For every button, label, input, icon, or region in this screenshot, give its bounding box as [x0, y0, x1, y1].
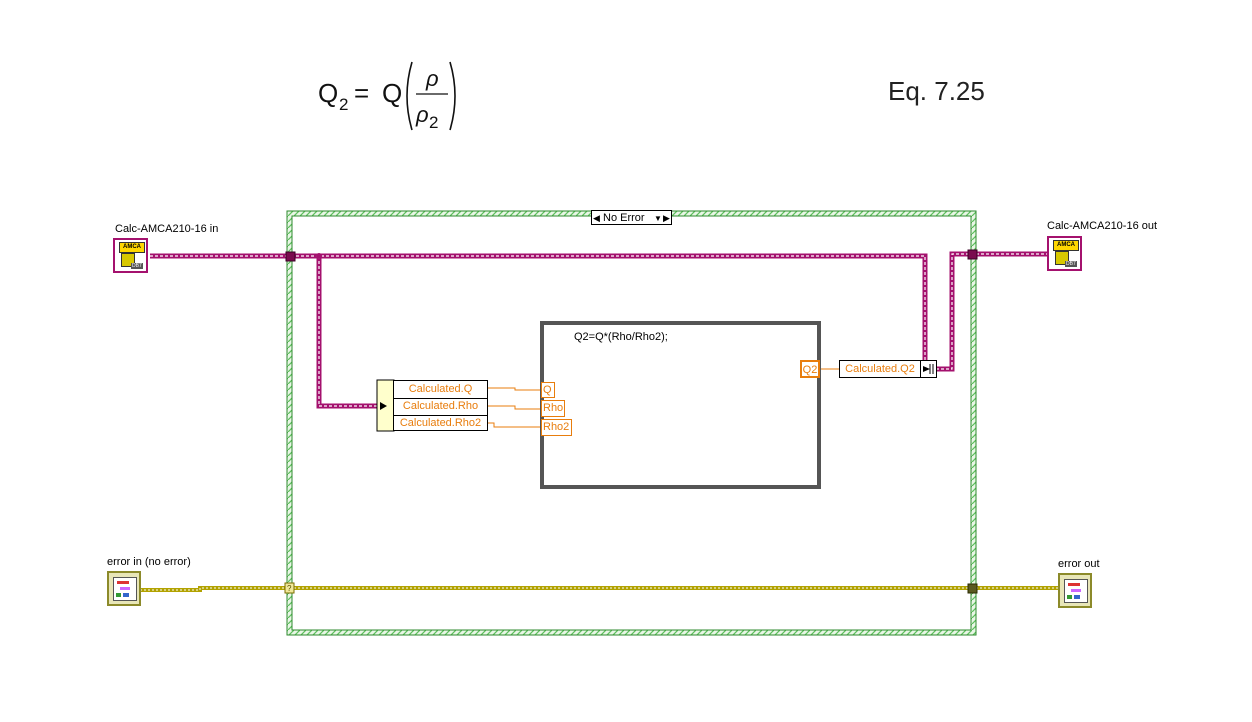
bundle-arrow-icon — [923, 364, 934, 374]
unbundle-input-arrow-icon — [380, 402, 387, 410]
error-cluster-out-icon — [1064, 579, 1088, 603]
class-out-label: Calc-AMCA210-16 out — [1047, 220, 1158, 232]
formula-input-rho2[interactable]: Rho2 — [541, 419, 572, 436]
error-out-terminal[interactable] — [1058, 573, 1092, 608]
unbundle-item-rho2[interactable]: Calculated.Rho2 — [399, 417, 482, 429]
error-in-terminal[interactable] — [107, 571, 141, 606]
orange-wire-rho[interactable] — [487, 405, 542, 410]
equation-lhs-var: Q — [318, 78, 338, 108]
case-dropdown-icon[interactable]: ▼ — [654, 214, 662, 223]
class-in-terminal[interactable]: AMCA DB7 — [113, 238, 148, 273]
orange-wire-rho2[interactable] — [487, 422, 542, 428]
equation-graphic: Q 2 = Q ρ ρ 2 — [318, 61, 456, 132]
formula-node-frame[interactable] — [540, 321, 821, 489]
class-in-icon-sub: DB7 — [131, 263, 143, 269]
error-in-label: error in (no error) — [107, 556, 191, 568]
unbundle-by-name[interactable]: Calculated.Q Calculated.Rho Calculated.R… — [393, 380, 488, 431]
equation-denominator-var: ρ — [415, 102, 429, 127]
error-cluster-icon — [113, 577, 137, 601]
error-output-tunnel[interactable] — [967, 583, 978, 594]
equation-denominator-sub: 2 — [429, 113, 438, 132]
bundle-item-q2[interactable]: Calculated.Q2 — [845, 363, 915, 375]
class-out-icon-title: AMCA — [1053, 240, 1079, 251]
case-selector-terminal[interactable] — [284, 582, 295, 594]
class-wire-to-unbundle[interactable] — [316, 256, 380, 409]
equation-number: Eq. 7.25 — [888, 76, 985, 106]
case-selector[interactable]: ◀ No Error ▼ ▶ — [591, 210, 672, 225]
wire-junction — [316, 253, 322, 259]
right-paren — [449, 61, 456, 131]
equation-numerator: ρ — [425, 66, 439, 91]
class-input-tunnel[interactable] — [285, 251, 296, 262]
unbundle-item-rho[interactable]: Calculated.Rho — [394, 398, 487, 416]
formula-input-q[interactable]: Q — [541, 382, 555, 398]
formula-input-rho[interactable]: Rho — [541, 400, 565, 417]
formula-node-code[interactable]: Q2=Q*(Rho/Rho2); — [574, 331, 668, 343]
class-wire-from-bundle[interactable] — [936, 251, 971, 372]
equation-rhs-var: Q — [382, 78, 402, 108]
class-out-terminal[interactable]: AMCA DB7 — [1047, 236, 1082, 271]
case-decrement-icon[interactable]: ◀ — [593, 213, 600, 223]
class-out-icon-sub: DB7 — [1065, 261, 1077, 267]
case-increment-icon[interactable]: ▶ — [663, 213, 670, 223]
case-selector-label: No Error — [603, 212, 645, 224]
class-in-label: Calc-AMCA210-16 in — [115, 223, 219, 235]
class-output-tunnel[interactable] — [967, 249, 978, 260]
bundle-by-name[interactable]: Calculated.Q2 — [839, 360, 921, 378]
equation-equals: = — [354, 78, 369, 108]
orange-wire-q[interactable] — [487, 387, 542, 391]
unbundle-item-q[interactable]: Calculated.Q — [394, 381, 487, 399]
formula-output-q2[interactable]: Q2 — [800, 360, 820, 378]
equation: Q 2 = Q ρ ρ 2 — [316, 58, 486, 134]
bundle-input-bar[interactable] — [920, 360, 937, 378]
case-selector-question-icon: ? — [287, 584, 292, 593]
error-wire[interactable] — [140, 586, 1058, 592]
left-paren — [406, 61, 413, 131]
equation-lhs-sub: 2 — [339, 95, 348, 114]
error-out-label: error out — [1058, 558, 1100, 570]
class-in-icon-title: AMCA — [119, 242, 145, 253]
